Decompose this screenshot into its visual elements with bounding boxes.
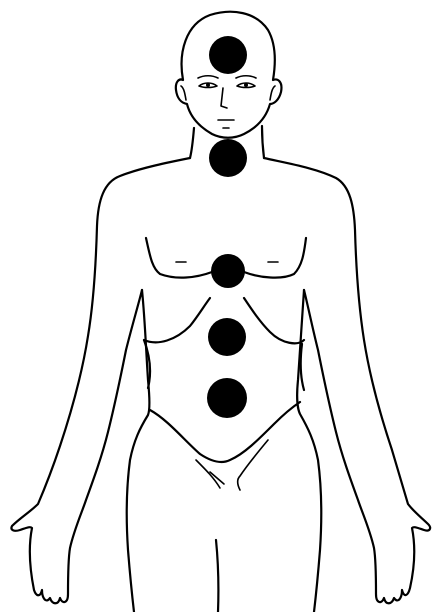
- marker-navel: [207, 378, 247, 418]
- marker-crown: [209, 36, 247, 74]
- marker-throat: [209, 139, 247, 177]
- right-body-outline: [264, 158, 430, 603]
- head-outline: [176, 12, 282, 138]
- neck-left: [190, 128, 194, 158]
- neck-right: [262, 126, 264, 158]
- nose: [221, 88, 227, 108]
- left-pupil: [206, 83, 210, 87]
- body-outline: [11, 158, 190, 603]
- marker-chest: [211, 254, 245, 288]
- left-ear-detail: [181, 86, 186, 100]
- waist-right: [301, 344, 304, 390]
- ribcage-right: [244, 298, 304, 343]
- hip-crease-left: [196, 460, 220, 488]
- hip-crease-right: [238, 440, 268, 490]
- right-pupil: [244, 83, 248, 87]
- marker-solar-plexus: [208, 318, 246, 356]
- inner-leg: [216, 540, 218, 612]
- right-eyebrow: [236, 76, 256, 78]
- ribcage-left: [144, 298, 210, 342]
- left-eyebrow: [198, 76, 218, 78]
- right-inner-arm: [297, 290, 321, 612]
- right-ear-detail: [270, 86, 275, 100]
